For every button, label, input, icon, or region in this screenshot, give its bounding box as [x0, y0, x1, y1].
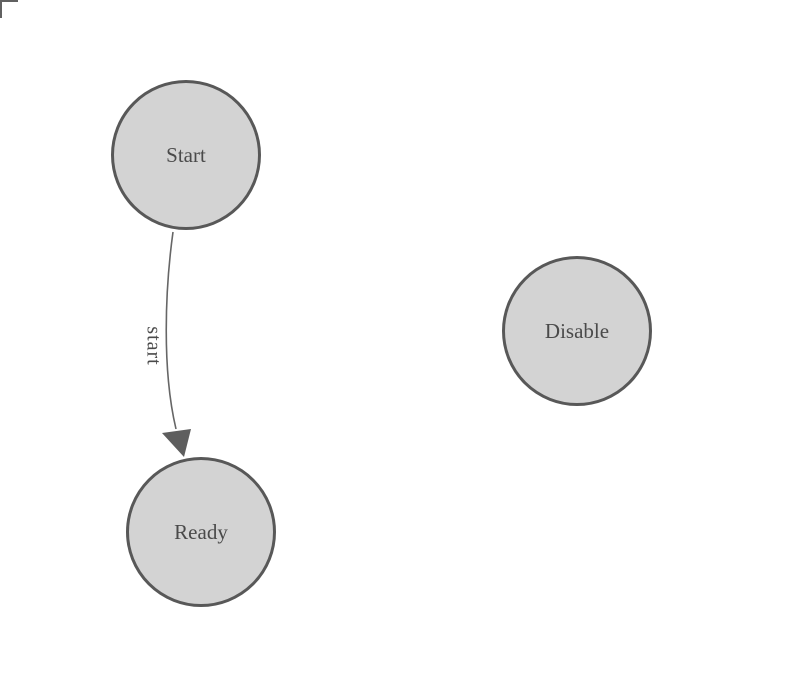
state-node-label: Start: [166, 142, 206, 167]
transition-edge-label: start: [142, 326, 165, 366]
transition-edge-start-to-ready: [165, 231, 177, 430]
state-node-label: Disable: [544, 318, 610, 343]
state-node-label: Ready: [174, 519, 228, 544]
canvas-corner-mark: [0, 0, 18, 18]
state-node-ready[interactable]: Ready: [126, 457, 276, 607]
arrowhead-icon: [162, 429, 191, 457]
state-node-disable[interactable]: Disable: [502, 256, 652, 406]
state-node-start[interactable]: Start: [111, 80, 261, 230]
